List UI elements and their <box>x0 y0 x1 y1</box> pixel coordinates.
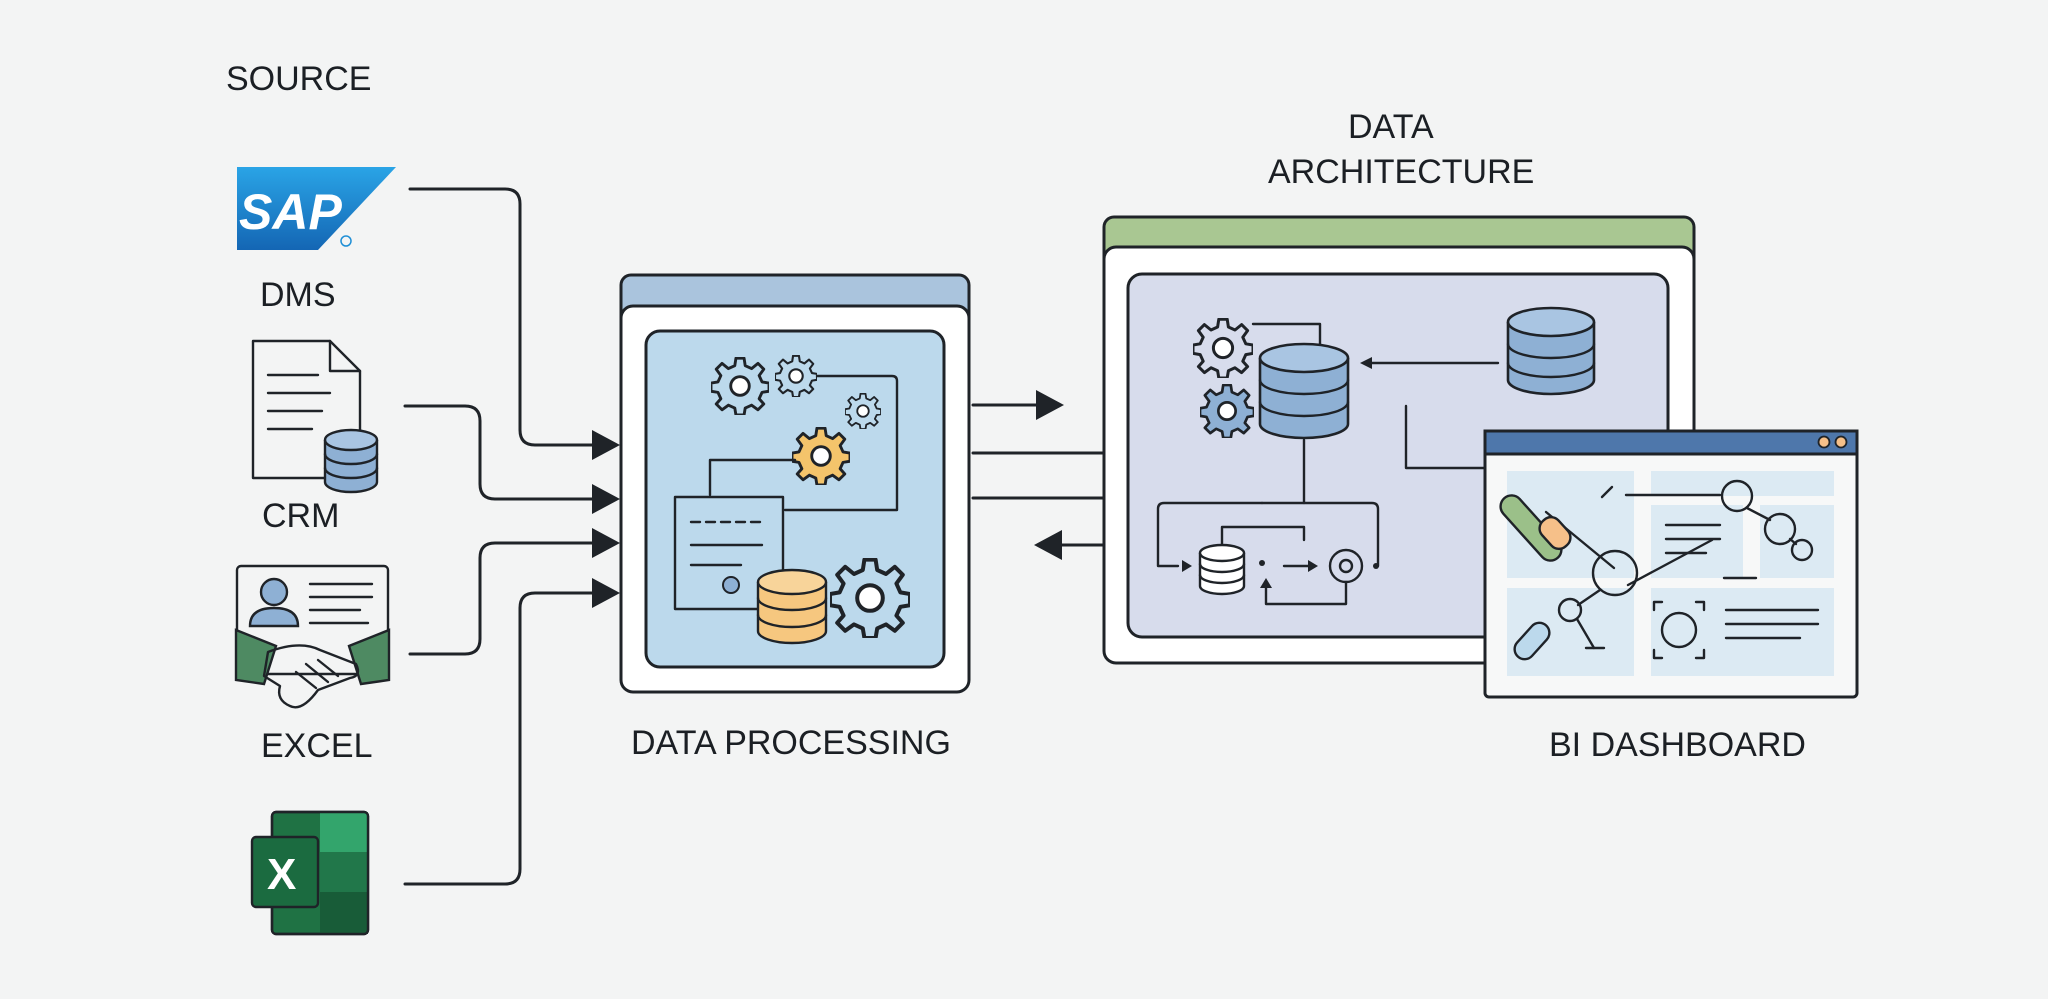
flow-database-icon <box>1198 543 1246 596</box>
gear-icon <box>711 357 769 415</box>
gear-icon <box>1200 384 1254 438</box>
excel-label: EXCEL <box>261 727 373 765</box>
source-heading: SOURCE <box>226 60 371 98</box>
gear-icon <box>1193 318 1253 378</box>
arrow-dms-to-processing <box>592 484 620 514</box>
crm-label: CRM <box>262 497 339 535</box>
document-database-icon <box>251 339 379 494</box>
dms-label: DMS <box>260 276 336 314</box>
document-icon <box>673 495 785 611</box>
gear-icon <box>830 558 910 638</box>
gear-icon <box>845 393 881 429</box>
window-control-icon <box>1834 435 1848 449</box>
analytics-dashboard-icon <box>1499 479 1820 661</box>
data-architecture-label-line2: ARCHITECTURE <box>1268 153 1534 191</box>
excel-logo-letter: X <box>267 850 296 899</box>
gear-icon <box>775 355 817 397</box>
window-control-icon <box>1817 435 1831 449</box>
small-database-icon <box>323 428 379 494</box>
data-processing-label: DATA PROCESSING <box>631 724 951 762</box>
contact-card-handshake-icon <box>234 564 391 709</box>
gear-icon <box>792 427 850 485</box>
excel-logo-icon: X <box>250 810 370 936</box>
arrow-sap-to-processing <box>592 430 620 460</box>
arrow-processing-to-architecture <box>1036 390 1064 420</box>
connector-lines <box>403 187 1106 886</box>
sap-logo-icon: SAP <box>237 167 396 250</box>
bi-dashboard-window <box>1483 429 1859 699</box>
sap-logo-text: SAP <box>239 184 342 240</box>
main-database-icon <box>1258 342 1350 440</box>
secondary-database-icon <box>1506 306 1596 396</box>
arrowheads <box>592 390 1064 608</box>
bi-dashboard-label: BI DASHBOARD <box>1549 726 1806 764</box>
data-architecture-label-line1: DATA <box>1348 108 1434 146</box>
arrow-excel-to-processing <box>592 578 620 608</box>
orange-database-icon <box>756 568 828 645</box>
data-processing-box <box>619 273 971 694</box>
arrow-crm-to-processing <box>592 528 620 558</box>
arrow-architecture-to-processing <box>1034 530 1062 560</box>
